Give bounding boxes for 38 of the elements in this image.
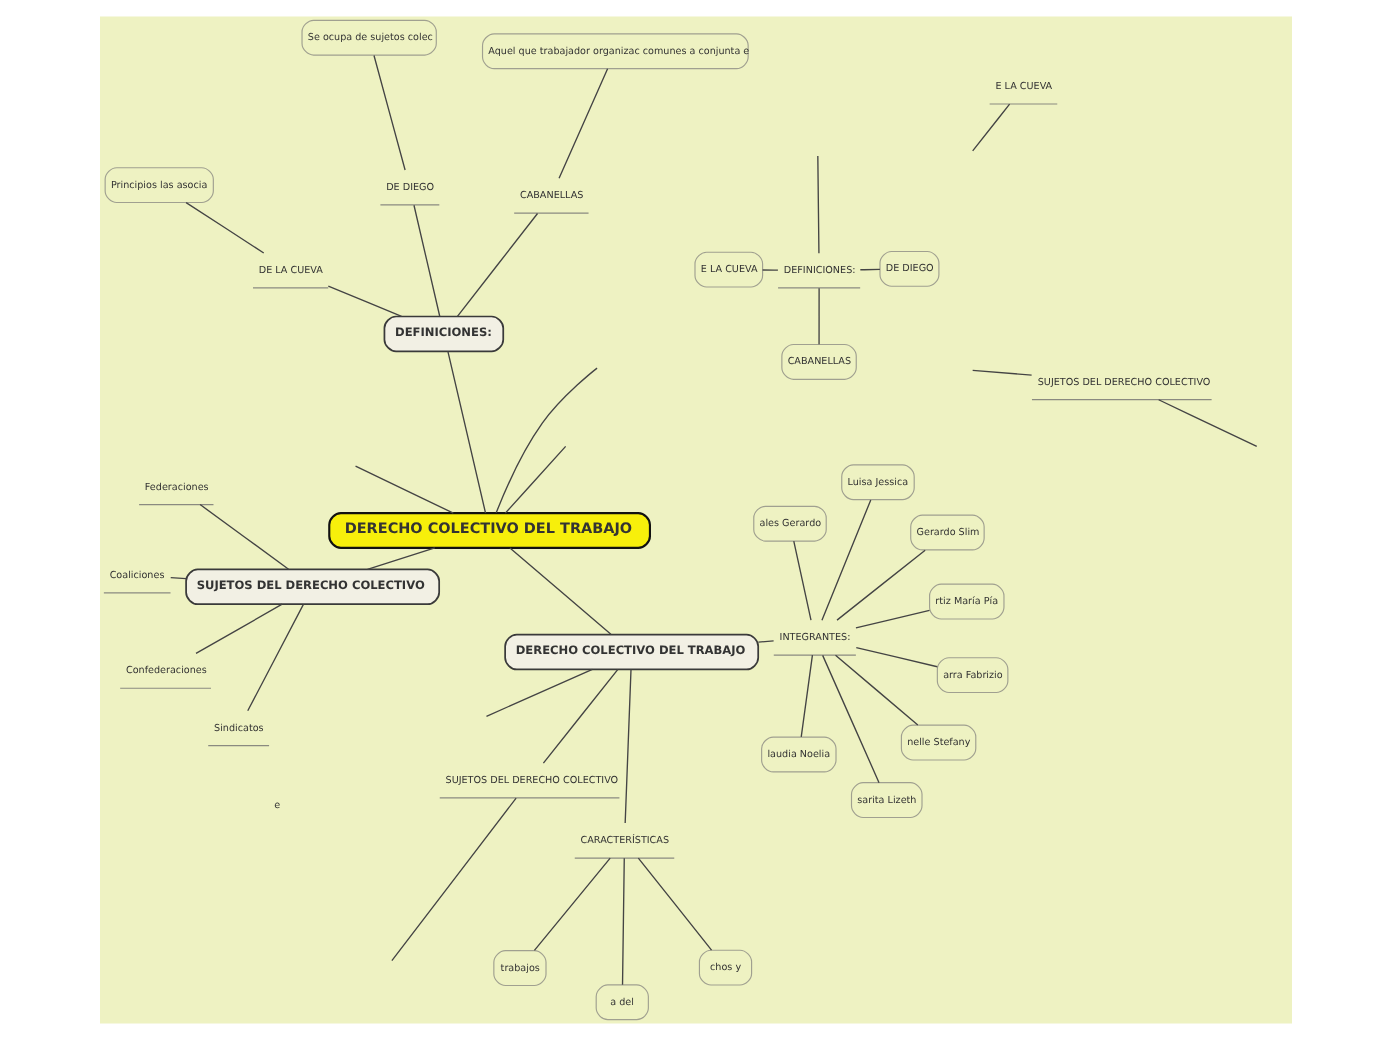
- connector: [821, 654, 880, 784]
- connector: [817, 155, 820, 254]
- connector: [447, 350, 487, 514]
- connector: [485, 668, 594, 717]
- connector: [413, 204, 441, 317]
- connector: [195, 603, 283, 655]
- connector: [170, 577, 187, 580]
- connector: [821, 499, 872, 621]
- connector: [621, 857, 625, 986]
- connector: [972, 103, 1011, 152]
- connector: [504, 445, 567, 514]
- connector: [1158, 399, 1258, 448]
- connector: [834, 654, 919, 726]
- connector: [757, 640, 775, 643]
- connector: [972, 369, 1033, 376]
- connector: [542, 668, 619, 764]
- connector: [509, 547, 612, 635]
- connector: [818, 287, 820, 346]
- connector: [793, 540, 812, 621]
- connector: [391, 797, 517, 962]
- connector: [185, 201, 265, 254]
- connector: [558, 68, 609, 179]
- connector: [836, 549, 926, 621]
- connector: [495, 367, 598, 514]
- connector: [456, 212, 539, 318]
- connector: [637, 857, 713, 951]
- connector: [373, 54, 406, 171]
- connector: [761, 269, 779, 271]
- connector: [624, 668, 632, 824]
- connector: [247, 603, 305, 712]
- connector: [855, 609, 931, 629]
- connector: [800, 654, 814, 738]
- connector: [327, 285, 403, 318]
- connector: [533, 857, 611, 952]
- connector: [354, 465, 454, 514]
- connector: [855, 646, 938, 668]
- connector: [199, 503, 290, 570]
- connector: [859, 268, 881, 271]
